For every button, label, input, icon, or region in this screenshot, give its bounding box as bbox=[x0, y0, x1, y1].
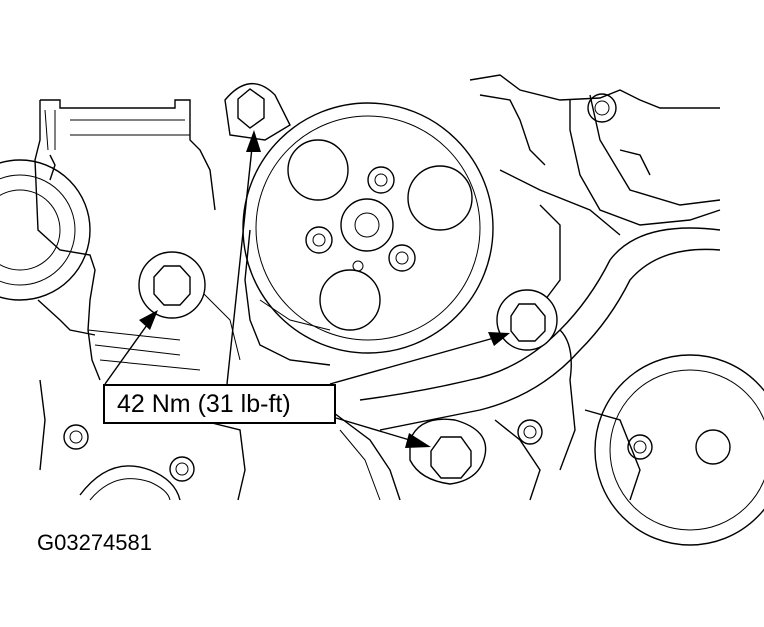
arrowhead-bottom-bolt bbox=[405, 433, 431, 448]
arrowhead-right-bolt bbox=[488, 332, 510, 346]
hex-bolt-icon bbox=[510, 303, 546, 342]
water-pump-pulley-icon bbox=[242, 102, 494, 354]
torque-callout: 42 Nm (31 lb-ft) bbox=[103, 384, 336, 424]
engine-block-outline bbox=[0, 74, 764, 546]
hex-bolt-icon bbox=[430, 436, 472, 479]
arrowheads bbox=[139, 130, 510, 448]
arrowhead-left-bolt bbox=[139, 310, 158, 330]
arrowhead-top-bolt bbox=[246, 130, 261, 152]
hex-bolt-icon bbox=[237, 88, 265, 129]
hex-bolt-icon bbox=[153, 265, 191, 306]
figure-id-label: G03274581 bbox=[37, 530, 152, 555]
torque-label: 42 Nm (31 lb-ft) bbox=[117, 389, 291, 418]
